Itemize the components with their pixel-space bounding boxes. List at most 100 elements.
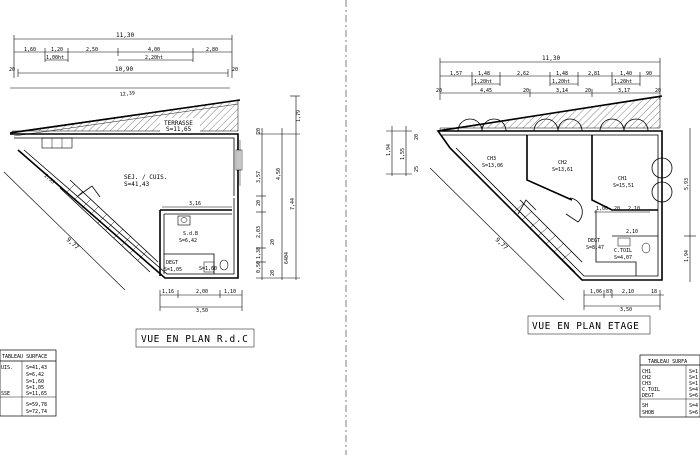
room-name-terrasse: TERRASSE xyxy=(164,120,193,127)
dim-label: 2,10 xyxy=(628,206,640,212)
room-area-ch3: S=13,06 xyxy=(482,163,503,169)
table-row-name: C.TOIL xyxy=(642,387,660,393)
dim-label: 3,57 xyxy=(256,171,262,183)
table-row-value: S=72,74 xyxy=(26,409,47,415)
table-row-value: S=6,42 xyxy=(26,372,44,378)
dim-label: 1,94 xyxy=(386,144,392,156)
dim-label: 0,50 xyxy=(256,261,262,273)
room-name-degt: DEGT xyxy=(588,238,600,244)
table-row-value: S=1 xyxy=(689,375,698,381)
dim-label: 20 xyxy=(256,128,262,134)
dim-label: 90 xyxy=(646,71,652,77)
dim-label: 87 xyxy=(606,289,612,295)
dim-label: 4,45 xyxy=(480,88,492,94)
dim-label: 2,55 xyxy=(43,173,56,186)
table-row-name: DEGT xyxy=(642,393,654,399)
staircase-rdc xyxy=(59,179,159,273)
dim-label: 1,79 xyxy=(296,110,302,122)
dim-label: 2,50 xyxy=(86,47,98,53)
top-dimensions-etage xyxy=(439,58,661,100)
plan-rdc: 11,30 1,60 1,20 2,50 4,00 2,80 1,00ht 2,… xyxy=(0,32,302,417)
dim-label: 1,16 xyxy=(162,289,174,295)
dim-label: 1,20ht xyxy=(552,79,570,85)
dim-overall-width: 11,30 xyxy=(542,55,560,62)
room-name-ch3: CH3 xyxy=(487,156,496,162)
dim-label: 3,14 xyxy=(556,88,568,94)
dim-label: 20 xyxy=(414,134,420,140)
room-name-sejour: SEJ. / CUIS. xyxy=(124,174,167,181)
dim-label: 20 xyxy=(9,67,15,73)
bath-sink xyxy=(177,215,191,226)
plan-etage: 11,30 1,57 1,48 2,62 1,48 2,81 1,40 90 1… xyxy=(386,55,700,418)
dim-label: 9,77 xyxy=(494,236,510,251)
dim-label: 4,00 xyxy=(148,47,160,53)
shower xyxy=(641,242,651,254)
dim-label: 3,50 xyxy=(196,308,208,314)
room-area-sejour: S=41,43 xyxy=(124,181,150,188)
title-frame-rdc xyxy=(135,328,255,348)
room-name-ch2: CH2 xyxy=(558,160,567,166)
dim-label: 20 xyxy=(270,270,276,276)
room-area-ch2: S=13,61 xyxy=(552,167,573,173)
dim-label: 1,10 xyxy=(224,289,236,295)
dim-label: 1,94 xyxy=(684,250,690,262)
room-name-sdb: S.d.B xyxy=(183,231,198,237)
dim-label: 2,80 xyxy=(206,47,218,53)
dim-overall-width: 11,30 xyxy=(116,32,134,39)
plan-title-etage: VUE EN PLAN ETAGE xyxy=(532,321,639,332)
dim-label: 4,50 xyxy=(276,168,282,180)
dim-label: 1,20ht xyxy=(474,79,492,85)
dim-label: 20 xyxy=(270,239,276,245)
wc-bowl xyxy=(219,259,229,271)
left-dimensions-etage xyxy=(386,126,412,176)
dim-label: 2,62 xyxy=(517,71,529,77)
dim-label: 3,50 xyxy=(620,307,632,313)
dim-label: 7,44 xyxy=(290,198,296,210)
room-area-degt: S=1,05 xyxy=(164,267,182,273)
dim-label: 2,10 xyxy=(622,289,634,295)
dim-label: 2,00 xyxy=(196,289,208,295)
walls-etage xyxy=(436,130,663,281)
table-row-value: S=1 xyxy=(689,381,698,387)
table-header-rdc: TABLEAU SURFACE xyxy=(2,354,47,360)
title-frame-etage xyxy=(527,315,651,335)
table-header-etage: TABLEAU SURFA xyxy=(648,359,687,365)
dim-label: 2,10 xyxy=(626,229,638,235)
table-row-value: S=1 xyxy=(689,369,698,375)
dim-label: 1,00ht xyxy=(46,55,64,61)
dim-label: 1,48 xyxy=(478,71,490,77)
table-row-value: S=6 xyxy=(689,393,698,399)
plan-title-rdc: VUE EN PLAN R.d.C xyxy=(141,334,248,345)
dim-label: 20 xyxy=(523,88,529,94)
dim-label: 2,03 xyxy=(256,226,262,238)
table-row-name: CH3 xyxy=(642,381,651,387)
table-row-value: S=59,78 xyxy=(26,402,47,408)
dim-label: 10,90 xyxy=(115,66,133,73)
dim-label: 1,40 xyxy=(620,71,632,77)
table-row-value: S=1,60 xyxy=(26,379,44,385)
table-row-name: CH2 xyxy=(642,375,651,381)
room-area-wc: S=1,60 xyxy=(199,266,217,272)
dim-label: 9,77 xyxy=(65,236,81,251)
roof-edge xyxy=(437,95,663,132)
surface-table-etage xyxy=(639,354,700,418)
dim-label: 1,60 xyxy=(24,47,36,53)
dim-label: 5,93 xyxy=(684,178,690,190)
room-area-degt: S=8,47 xyxy=(586,245,604,251)
dim-label: 1,48 xyxy=(556,71,568,77)
table-row-value: S=6 xyxy=(689,410,698,416)
dim-label: 20 xyxy=(614,206,620,212)
dim-label: 1,20ht xyxy=(614,79,632,85)
table-row-value: S=4 xyxy=(689,403,698,409)
table-row-name: UIS. xyxy=(1,365,13,371)
table-row-name: SSE xyxy=(1,391,10,397)
dim-label: 20 xyxy=(585,88,591,94)
staircase-etage xyxy=(509,199,583,273)
kitchen-counter xyxy=(41,137,73,149)
dim-label: 3,17 xyxy=(618,88,630,94)
room-area-ch1: S=15,51 xyxy=(613,183,634,189)
table-row-name: CH1 xyxy=(642,369,651,375)
dim-label: 12,39 xyxy=(120,90,136,98)
toilet-sink xyxy=(617,237,631,247)
